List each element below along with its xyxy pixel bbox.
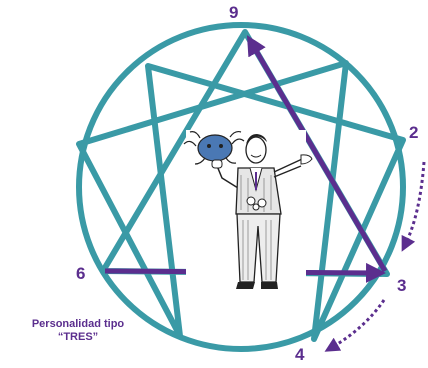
caption-line-2: “TRES” bbox=[8, 331, 148, 344]
personality-type-caption: Personalidad tipo “TRES” bbox=[8, 318, 148, 344]
point-label-six: 6 bbox=[76, 265, 85, 282]
man-holding-mask-figure bbox=[184, 130, 312, 302]
point-label-four: 4 bbox=[295, 346, 304, 363]
point-label-two: 2 bbox=[409, 124, 418, 141]
dotted-arrow-three-to-four bbox=[331, 300, 384, 348]
dotted-arrow-two-to-three bbox=[405, 162, 424, 245]
caption-line-1: Personalidad tipo bbox=[8, 318, 148, 331]
point-label-nine: 9 bbox=[229, 4, 238, 21]
point-label-three: 3 bbox=[397, 277, 406, 294]
